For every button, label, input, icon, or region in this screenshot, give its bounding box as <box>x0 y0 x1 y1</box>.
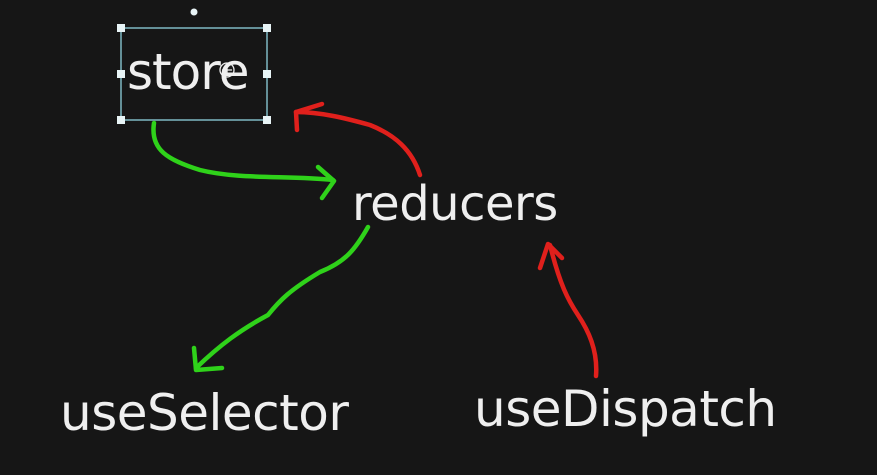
selection-handle-top-left[interactable] <box>117 24 125 32</box>
arrow-reducers-to-useselector <box>191 224 371 373</box>
arrow-store-to-reducers <box>151 120 337 201</box>
store-selection-box[interactable] <box>117 8 271 125</box>
arrow-store-to-reducers-head <box>315 164 337 201</box>
node-usedispatch[interactable]: useDispatch <box>474 380 777 438</box>
move-cursor-icon <box>219 62 235 78</box>
arrow-usedispatch-to-reducers-head <box>537 241 565 271</box>
node-reducers[interactable]: reducers <box>352 176 558 232</box>
arrow-store-to-reducers-line <box>151 120 336 183</box>
arrow-usedispatch-to-reducers <box>537 241 599 379</box>
selection-handle-bottom-left[interactable] <box>117 116 125 124</box>
selection-rotate-handle[interactable] <box>190 8 198 16</box>
selection-handle-left[interactable] <box>117 70 125 78</box>
arrow-reducers-to-store-head <box>293 101 325 133</box>
arrow-usedispatch-to-reducers-line <box>547 242 599 379</box>
node-store[interactable]: store <box>127 43 249 101</box>
selection-handle-top-right[interactable] <box>263 24 271 32</box>
arrow-reducers-to-store-line <box>293 109 423 178</box>
arrow-reducers-to-store <box>293 101 423 178</box>
node-useselector[interactable]: useSelector <box>60 384 349 442</box>
selection-handle-bottom-right[interactable] <box>263 116 271 124</box>
arrow-reducers-to-useselector-head <box>191 345 225 373</box>
selection-handle-right[interactable] <box>263 70 271 78</box>
arrow-reducers-to-useselector-line <box>193 224 371 371</box>
